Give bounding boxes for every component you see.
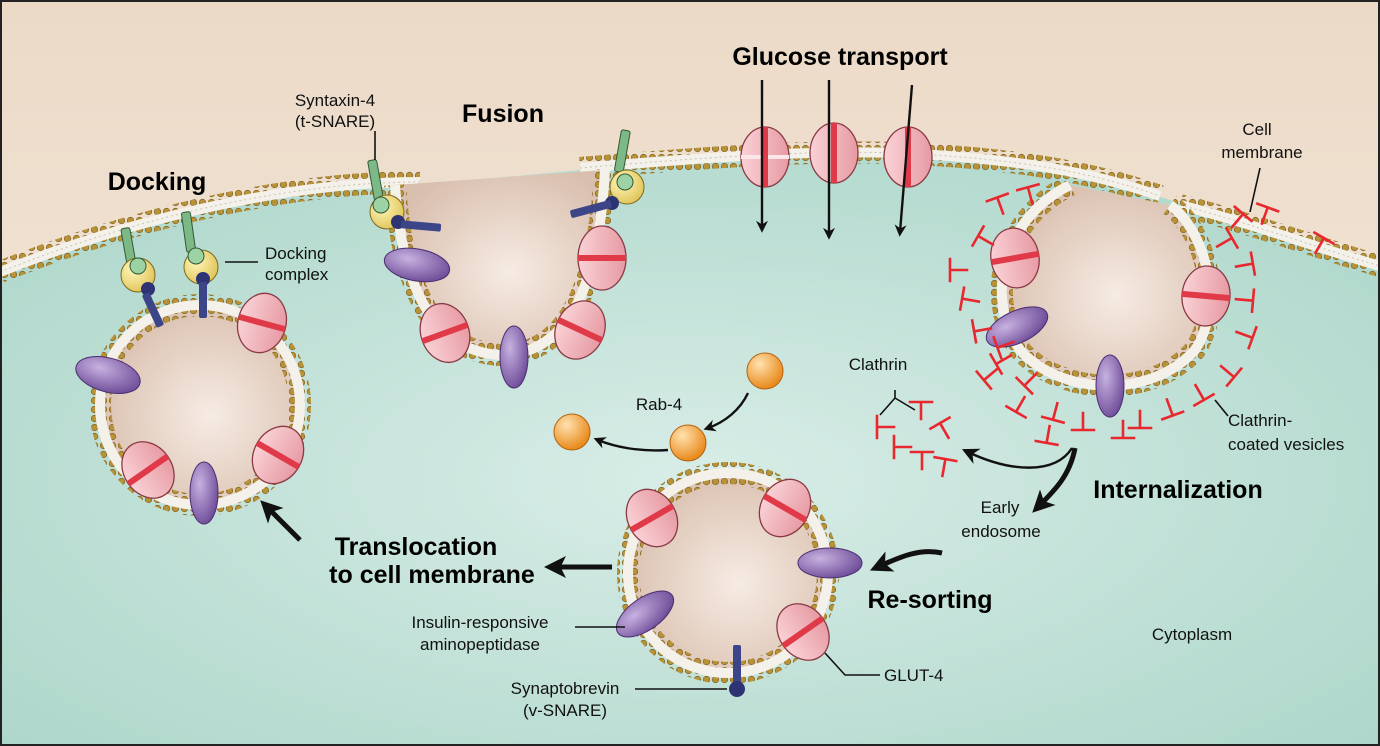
glut4-transporter bbox=[121, 441, 175, 499]
rab4-sphere bbox=[669, 424, 707, 462]
rab4-label: Rab-4 bbox=[636, 395, 682, 414]
cell-membrane-label-2: membrane bbox=[1221, 143, 1302, 162]
clathrin-triskelion bbox=[1034, 424, 1059, 447]
irap-protein bbox=[615, 590, 675, 638]
glucose-arrows bbox=[756, 80, 914, 240]
clathrin-triskelion bbox=[933, 455, 958, 478]
glut4-transporters bbox=[121, 122, 1231, 661]
clathrin-triskelion bbox=[892, 434, 913, 460]
clathrin-triskelion bbox=[909, 450, 935, 471]
translocation-label-2: to cell membrane bbox=[329, 561, 535, 589]
clathrin-triskelion bbox=[1255, 202, 1280, 226]
clathrin-label: Clathrin bbox=[849, 355, 908, 374]
clathrin-triskelion bbox=[974, 367, 999, 391]
glut4-transporter bbox=[554, 300, 606, 360]
glucose-transport-label: Glucose transport bbox=[732, 43, 948, 71]
clathrin-triskelion bbox=[958, 286, 981, 311]
irap-protein bbox=[75, 355, 141, 395]
translocation-label: Translocation bbox=[335, 533, 498, 561]
glut4-transporter bbox=[758, 478, 812, 538]
clathrin-triskelion bbox=[928, 415, 952, 440]
leader-lines bbox=[225, 131, 1261, 690]
clathrin-triskelion bbox=[1234, 251, 1257, 276]
irap-protein bbox=[797, 547, 863, 579]
internalization-label: Internalization bbox=[1093, 476, 1262, 504]
cytoplasm-label: Cytoplasm bbox=[1152, 625, 1232, 644]
clathrin-triskelion bbox=[1004, 395, 1028, 420]
clathrin-triskelion bbox=[948, 257, 969, 283]
glut4-transporter bbox=[419, 302, 471, 364]
glut4-transporter bbox=[251, 425, 305, 485]
clathrin-triskelion bbox=[985, 192, 1010, 216]
clathrin-triskelion bbox=[1160, 397, 1185, 421]
glut4-transporter bbox=[236, 292, 288, 354]
clathrin-triskelion bbox=[1234, 288, 1256, 314]
resorting-arrow bbox=[869, 549, 943, 572]
clathrin-coated-label-2: coated vesicles bbox=[1228, 435, 1344, 454]
glut4-transporter bbox=[809, 122, 859, 184]
clathrin-triskelion bbox=[1215, 226, 1240, 250]
glut4-transporter bbox=[1181, 265, 1231, 327]
rab4-arrow-left bbox=[593, 437, 669, 452]
docking-complex-label-2: complex bbox=[265, 265, 329, 284]
synaptobrevin-label: Synaptobrevin bbox=[511, 679, 620, 698]
irap-label-2: aminopeptidase bbox=[420, 635, 540, 654]
docking-label: Docking bbox=[108, 168, 207, 196]
fusion-label: Fusion bbox=[462, 100, 544, 128]
clathrin-triskelion bbox=[1127, 409, 1153, 430]
clathrin-triskelion bbox=[1312, 230, 1336, 255]
irap-proteins bbox=[75, 247, 1125, 638]
rab4-sphere bbox=[746, 352, 784, 390]
clathrin-triskelion bbox=[988, 352, 1013, 376]
synaptobrevin-label-2: (v-SNARE) bbox=[523, 701, 607, 720]
clathrin-triskelion bbox=[875, 414, 896, 440]
clathrin-triskelion bbox=[970, 224, 995, 248]
clathrin-triskelion bbox=[1110, 419, 1136, 440]
clathrin-return-arrow bbox=[961, 447, 1074, 469]
clathrin-coated-label: Clathrin- bbox=[1228, 411, 1292, 430]
resorting-label: Re-sorting bbox=[868, 586, 993, 614]
glut4-transporter bbox=[577, 225, 627, 291]
clathrin-triskelion bbox=[1234, 325, 1258, 350]
irap-protein bbox=[985, 306, 1049, 348]
cell-membrane-label: Cell bbox=[1242, 120, 1271, 139]
clathrin-triskelion bbox=[1040, 401, 1066, 425]
clathrin-triskelion bbox=[1014, 371, 1039, 396]
docking-complexes bbox=[120, 129, 645, 328]
irap-protein bbox=[499, 325, 529, 389]
clathrin-triskelion bbox=[1192, 383, 1216, 408]
glut4-transporter bbox=[990, 227, 1040, 289]
clathrin-triskelion bbox=[1219, 364, 1244, 388]
internalization-pit bbox=[990, 175, 1221, 397]
glut4-label: GLUT-4 bbox=[884, 666, 944, 685]
irap-protein bbox=[189, 461, 219, 525]
rab4-arrow-down bbox=[703, 392, 750, 432]
early-endosome-label-2: endosome bbox=[961, 522, 1040, 541]
clathrin-triskelion bbox=[1230, 204, 1254, 229]
clathrin-triskelion bbox=[1015, 182, 1041, 206]
syntaxin-label: Syntaxin-4 bbox=[295, 91, 375, 110]
irap-protein bbox=[1095, 354, 1125, 418]
clathrin-triskelion bbox=[992, 335, 1016, 360]
translocation-up-arrow bbox=[260, 500, 302, 542]
rab4-sphere bbox=[553, 413, 591, 451]
early-endosome-label: Early bbox=[981, 498, 1020, 517]
irap-label: Insulin-responsive bbox=[411, 613, 548, 632]
glut4-transporter bbox=[625, 488, 679, 548]
glut4-transporter bbox=[776, 603, 830, 661]
internalization-arrow bbox=[1032, 447, 1078, 513]
syntaxin-label-2: (t-SNARE) bbox=[295, 112, 375, 131]
clathrin-triskelion bbox=[970, 319, 993, 344]
glut4-transporter bbox=[740, 126, 790, 188]
rab4-proteins bbox=[553, 352, 784, 462]
clathrin-triskelion bbox=[1070, 411, 1096, 432]
docking-complex-label: Docking bbox=[265, 244, 326, 263]
clathrin-coat bbox=[875, 182, 1336, 478]
clathrin-triskelion bbox=[908, 400, 934, 421]
synaptobrevin-protein bbox=[729, 645, 745, 697]
irap-protein bbox=[383, 247, 451, 283]
